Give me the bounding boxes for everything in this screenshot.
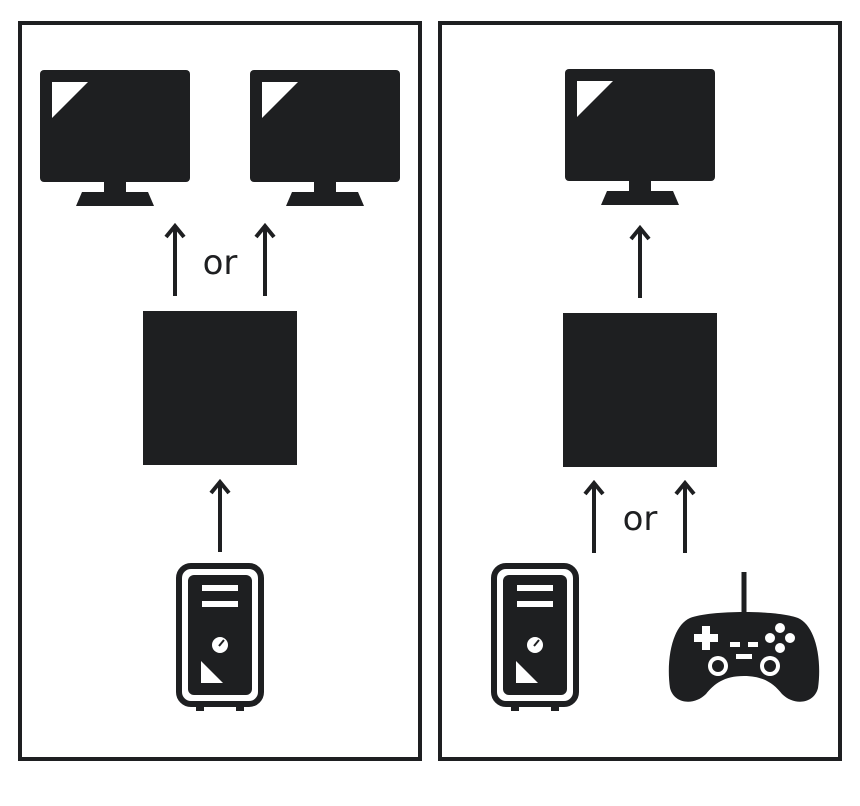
device-box bbox=[563, 313, 717, 467]
arrow-up-icon bbox=[674, 481, 696, 555]
gamepad-icon bbox=[668, 572, 820, 702]
arrow-up-icon bbox=[254, 224, 276, 298]
monitor-icon bbox=[40, 70, 190, 206]
or-label: or bbox=[203, 243, 238, 283]
pc-tower-icon bbox=[494, 566, 576, 711]
arrow-up-icon bbox=[164, 224, 186, 298]
arrow-up-icon bbox=[583, 481, 605, 555]
device-box bbox=[143, 311, 297, 465]
pc-tower-icon bbox=[179, 566, 261, 711]
right-panel: or bbox=[438, 21, 842, 761]
right-panel-frame bbox=[438, 21, 842, 761]
arrow-up-icon bbox=[209, 480, 231, 554]
monitor-icon bbox=[565, 69, 715, 205]
arrow-up-icon bbox=[629, 226, 651, 300]
left-panel: or bbox=[18, 21, 422, 761]
left-panel-frame bbox=[18, 21, 422, 761]
or-label: or bbox=[623, 499, 658, 539]
monitor-icon bbox=[250, 70, 400, 206]
